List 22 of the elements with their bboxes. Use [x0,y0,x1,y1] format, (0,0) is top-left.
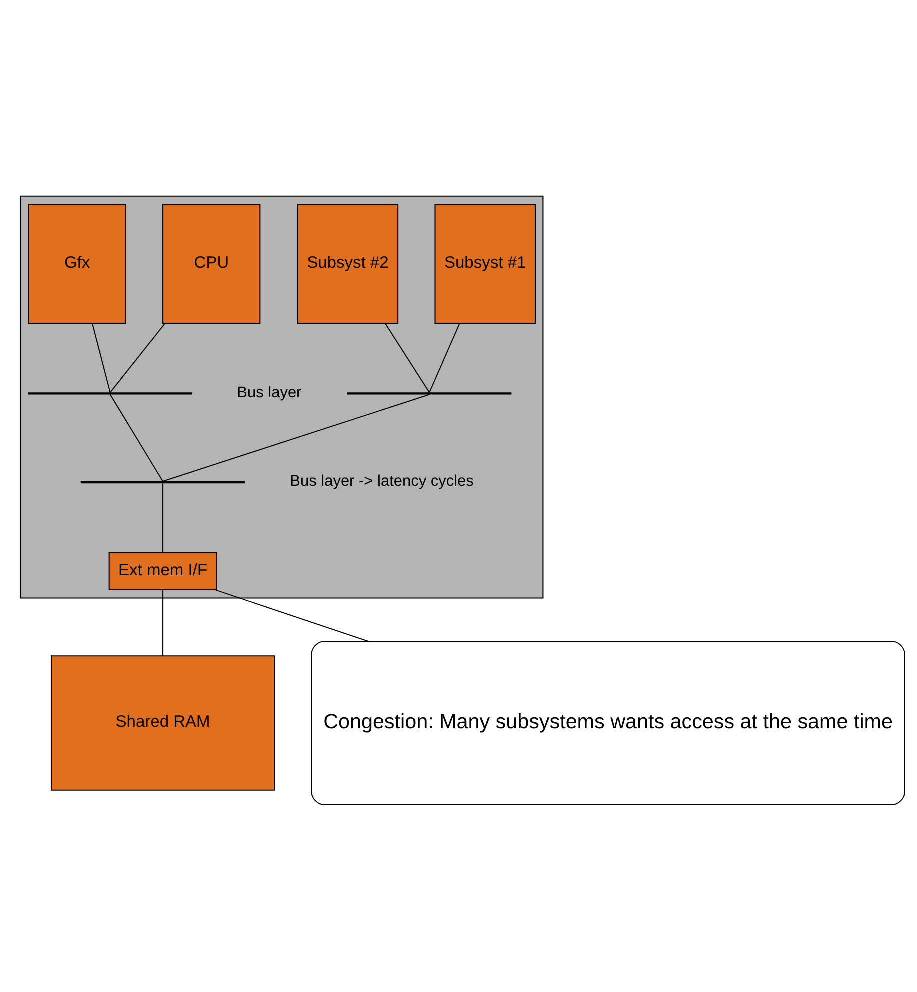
connector [92,323,111,392]
node-box: Subsyst #1 [434,204,536,324]
node-box: Shared RAM [50,655,276,790]
node-bar [347,392,512,394]
connector [162,590,164,656]
connector [162,483,164,552]
connector [110,394,164,482]
connector [429,322,460,392]
connector [162,394,430,482]
node-box: CPU [162,204,261,324]
node-box: Subsyst #2 [297,204,399,324]
node-bar [80,481,246,484]
node-box: Congestion: Many subsystems wants access at the same time [311,640,906,805]
label: Bus layer -> latency cycles [290,472,474,490]
cluster [20,195,544,598]
label: Bus layer [237,384,302,401]
connector [110,322,166,392]
node-box: Gfx [28,204,126,324]
connector [215,589,369,642]
connector [384,322,430,392]
node-box: Ext mem I/F [108,552,218,590]
node-bar [28,392,192,394]
